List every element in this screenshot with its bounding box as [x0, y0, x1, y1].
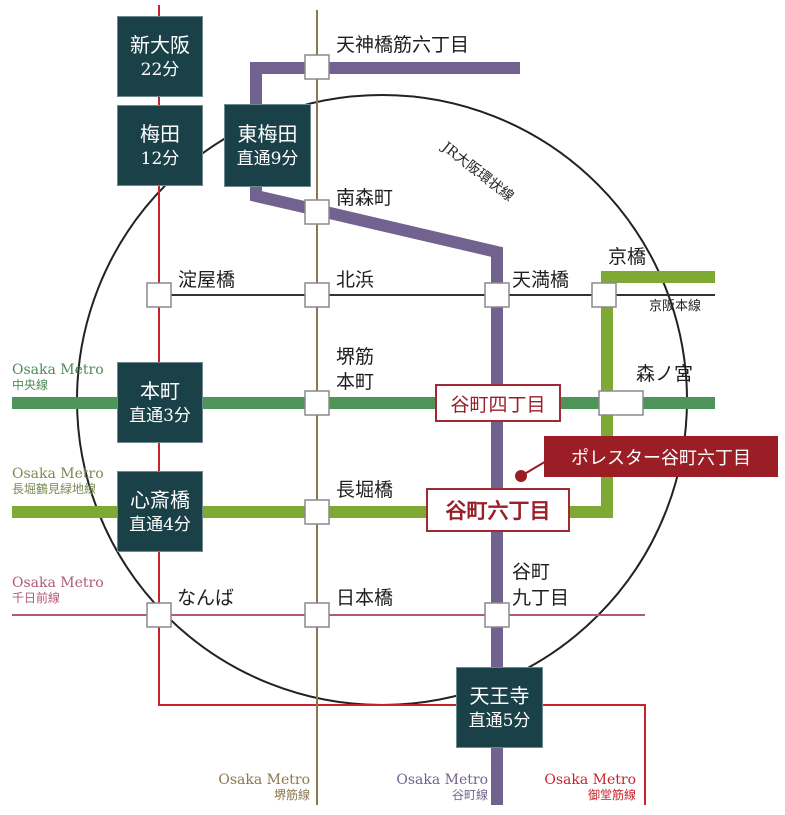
station-shin-osaka[interactable]: 新大阪 22分 [117, 16, 203, 97]
station-marker-temmabashi[interactable] [484, 282, 510, 308]
label-namba: なんば [177, 587, 235, 609]
sennichimae-label: Osaka Metro 千日前線 [12, 575, 104, 605]
sakaisuji-label: Osaka Metro 堺筋線 [210, 772, 310, 802]
nagahori-label: Osaka Metro 長堀鶴見緑地線 [12, 466, 104, 496]
line-name: 谷町線 [451, 788, 488, 802]
station-marker-nagahoribashi[interactable] [304, 499, 330, 525]
property-name: ポレスター谷町六丁目 [571, 447, 751, 469]
label-yodoyabashi: 淀屋橋 [178, 269, 236, 291]
operator: Osaka Metro [544, 772, 636, 788]
travel-time: 22分 [140, 59, 180, 80]
label-nipponbashi: 日本橋 [336, 587, 394, 609]
line-name: 堺筋線 [273, 788, 310, 802]
line-name: 長堀鶴見緑地線 [12, 482, 97, 496]
station-marker-yodoyabashi[interactable] [146, 282, 172, 308]
station-marker-minamimorimachi[interactable] [304, 199, 330, 225]
chuo-label: Osaka Metro 中央線 [12, 362, 104, 392]
station-honmachi[interactable]: 本町 直通3分 [117, 362, 203, 443]
label-kyobashi: 京橋 [608, 246, 647, 268]
station-marker-kyobashi[interactable] [591, 282, 617, 308]
station-name: 本町 [140, 378, 180, 403]
travel-time: 12分 [140, 148, 180, 169]
station-name: 新大阪 [130, 32, 190, 57]
station-marker-morinomiya[interactable] [598, 390, 644, 416]
label-minamimorimachi: 南森町 [336, 187, 394, 209]
label-tanimachi9-2: 九丁目 [512, 587, 570, 609]
station-marker-namba[interactable] [146, 602, 172, 628]
property-pin[interactable] [515, 470, 527, 482]
station-tanimachi6[interactable]: 谷町六丁目 [426, 488, 570, 532]
keihan-label: 京阪本線 [649, 299, 702, 314]
label-kitahama: 北浜 [336, 269, 375, 291]
label-temmabashi: 天満橋 [512, 269, 570, 291]
station-marker-nipponbashi[interactable] [304, 602, 330, 628]
operator: Osaka Metro [12, 466, 104, 482]
station-marker-tanimachi9[interactable] [484, 602, 510, 628]
station-tennoji[interactable]: 天王寺 直通5分 [456, 667, 543, 748]
label-nagahoribashi: 長堀橋 [336, 479, 394, 501]
property-callout[interactable]: ポレスター谷町六丁目 [544, 436, 778, 477]
travel-time: 直通4分 [129, 514, 191, 535]
station-marker-tenjinbashi[interactable] [304, 54, 330, 80]
travel-time: 直通3分 [129, 405, 191, 426]
label-morinomiya: 森ノ宮 [636, 363, 694, 385]
station-name: 谷町四丁目 [450, 393, 546, 416]
station-marker-sakaisuji-honmachi[interactable] [304, 390, 330, 416]
station-name: 天王寺 [469, 683, 530, 708]
station-marker-kitahama[interactable] [304, 282, 330, 308]
midosuji-line [158, 5, 646, 805]
station-higashi-umeda[interactable]: 東梅田 直通9分 [224, 104, 311, 187]
travel-time: 直通9分 [236, 148, 299, 169]
label-tenjinbashi: 天神橋筋六丁目 [336, 34, 470, 56]
station-shinsaibashi[interactable]: 心斎橋 直通4分 [117, 471, 203, 552]
label-sakaisuji-honmachi-2: 本町 [336, 371, 375, 393]
operator: Osaka Metro [396, 772, 488, 788]
travel-time: 直通5分 [468, 710, 531, 731]
station-tanimachi4[interactable]: 谷町四丁目 [435, 384, 561, 422]
label-sakaisuji-honmachi-1: 堺筋 [336, 346, 375, 368]
line-name: 中央線 [12, 378, 49, 392]
midosuji-label: Osaka Metro 御堂筋線 [534, 772, 636, 802]
label-tanimachi9-1: 谷町 [512, 561, 551, 583]
station-name: 東梅田 [237, 121, 298, 146]
tanimachi-label: Osaka Metro 谷町線 [388, 772, 488, 802]
line-name: 千日前線 [12, 591, 61, 605]
operator: Osaka Metro [12, 362, 104, 378]
operator: Osaka Metro [218, 772, 310, 788]
station-name: 谷町六丁目 [445, 498, 551, 523]
line-name: 御堂筋線 [587, 788, 636, 802]
operator: Osaka Metro [12, 575, 104, 591]
station-name: 梅田 [140, 121, 180, 146]
station-name: 心斎橋 [130, 487, 190, 512]
tanimachi-line [250, 62, 520, 805]
station-umeda[interactable]: 梅田 12分 [117, 105, 203, 186]
